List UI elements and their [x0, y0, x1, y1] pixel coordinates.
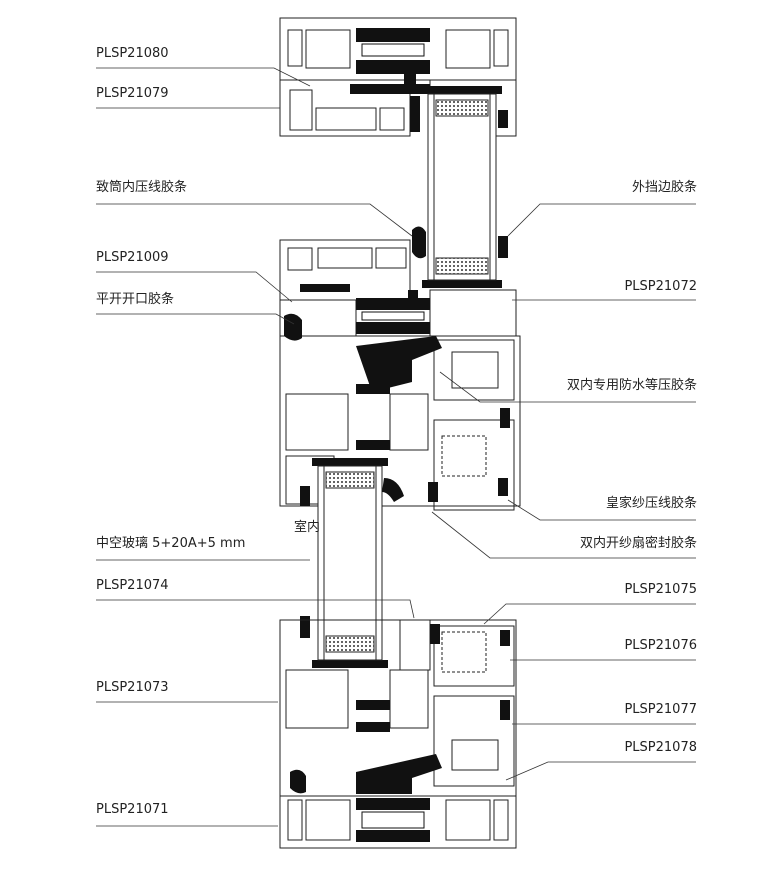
label-glass-spec: 中空玻璃 5+20A+5 mm	[96, 536, 246, 551]
label-double-waterproof-gasket: 双内专用防水等压胶条	[566, 378, 697, 393]
bottom-frame-profile	[279, 795, 517, 849]
label-inner-bead-gasket: 致筒内压线胶条	[96, 180, 188, 195]
sash-thermal-break	[284, 313, 510, 496]
upper-glass-unit	[410, 86, 508, 288]
label-screen-bead-gasket: 皇家纱压线胶条	[605, 496, 697, 511]
label-plsp21080: PLSP21080	[96, 46, 169, 61]
middle-thermal-break	[300, 284, 430, 334]
label-indoor: 室内	[294, 520, 321, 535]
lower-thermal-break	[290, 624, 510, 794]
label-plsp21009: PLSP21009	[96, 250, 169, 265]
label-plsp21071: PLSP21071	[96, 802, 169, 817]
top-thermal-break	[350, 28, 430, 94]
label-plsp21079: PLSP21079	[96, 86, 169, 101]
label-plsp21076: PLSP21076	[624, 638, 697, 653]
label-plsp21075: PLSP21075	[624, 582, 697, 597]
label-screen-sash-seal: 双内开纱扇密封胶条	[579, 536, 697, 551]
label-plsp21077: PLSP21077	[624, 702, 697, 717]
leader-lines	[96, 67, 696, 827]
label-plsp21073: PLSP21073	[96, 680, 169, 695]
label-outer-stop-gasket: 外挡边胶条	[631, 180, 697, 195]
label-plsp21072: PLSP21072	[624, 279, 697, 294]
bottom-thermal-break	[356, 798, 430, 842]
lower-sash-profile	[279, 619, 517, 797]
lower-glass-unit	[300, 458, 438, 668]
label-plsp21078: PLSP21078	[624, 740, 697, 755]
label-plsp21074: PLSP21074	[96, 578, 169, 593]
label-casement-gasket: 平开开口胶条	[96, 292, 175, 307]
